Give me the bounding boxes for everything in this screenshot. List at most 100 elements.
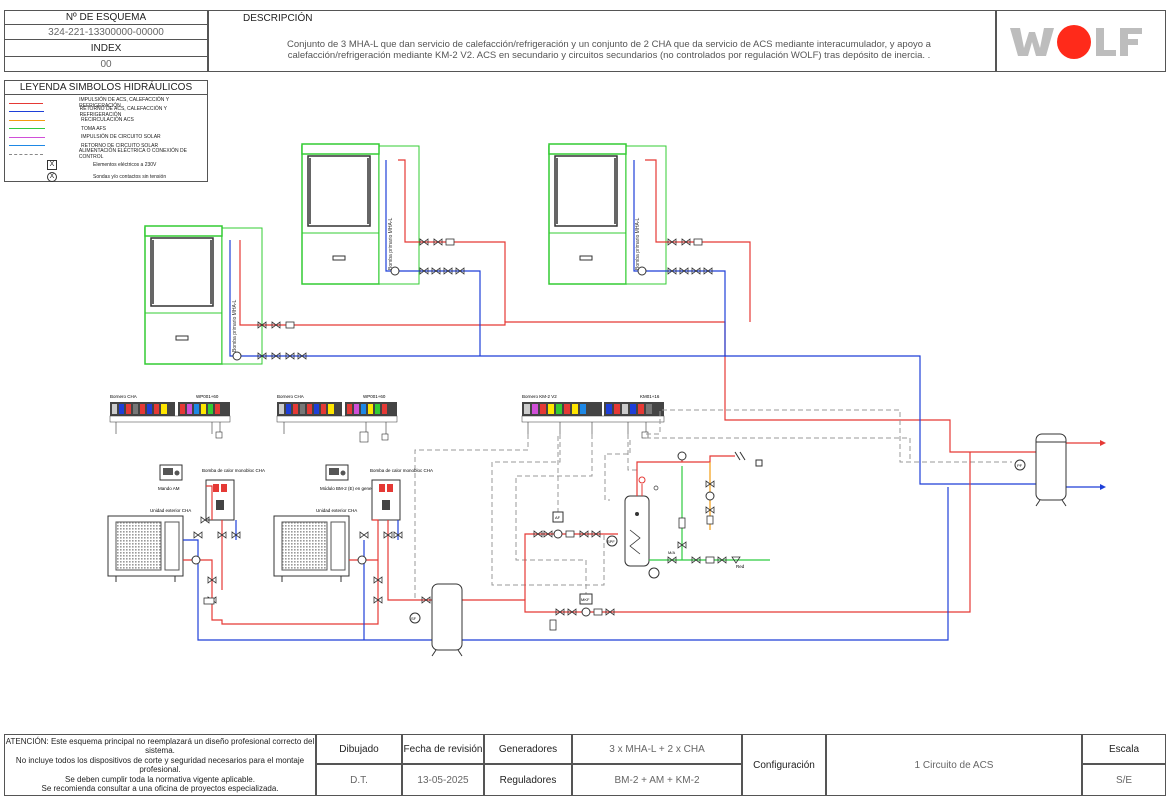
schema-value-cell: 324-221-13300000-00000 xyxy=(4,24,208,40)
description-text: Conjunto de 3 MHA-L que dan servicio de … xyxy=(287,39,931,61)
modulo-bm2 xyxy=(325,464,349,481)
legend-title: LEYENDA SIMBOLOS HIDRÁULICOS xyxy=(5,82,207,95)
mha-label-1: Bomba primario MHA-L xyxy=(232,300,238,352)
cha-valves xyxy=(191,516,431,605)
legend-box: LEYENDA SIMBOLOS HIDRÁULICOS IMPULSIÓN D… xyxy=(4,80,208,182)
escala-value-cell: S/E xyxy=(1082,764,1166,796)
bornero-km2-label: Bornero KM-2 V2 xyxy=(522,394,557,399)
mando-am-label: Mando AM xyxy=(158,486,180,491)
outdoor-unit-1 xyxy=(107,515,184,582)
red-label: Red xyxy=(736,564,745,569)
legend-items: IMPULSIÓN DE ACS, CALEFACCIÓN Y REFRIGER… xyxy=(9,97,205,183)
legend-item-solar-imp: IMPULSIÓN DE CIRCUITO SOLAR xyxy=(9,133,205,142)
legend-item-sondas: X Sondas y/o contactos sin tensión xyxy=(9,171,205,183)
escala-label-cell: Escala xyxy=(1082,734,1166,764)
mha-label-3: Bomba primario MHA-L xyxy=(635,218,641,270)
mha-l-unit-3 xyxy=(548,143,667,285)
index-value: 00 xyxy=(100,58,112,70)
legend-item-impulsion: IMPULSIÓN DE ACS, CALEFACCIÓN Y REFRIGER… xyxy=(9,97,205,109)
mha-l-unit-2 xyxy=(301,143,420,285)
configuracion-value-cell: 1 Circuito de ACS xyxy=(826,734,1082,796)
bornero-cha-1-label: Bornero CHA xyxy=(110,394,137,399)
schema-value: 324-221-13300000-00000 xyxy=(48,26,164,38)
mando-am xyxy=(159,464,183,481)
fecha-label: Fecha de revisión xyxy=(403,743,483,755)
mha-l-unit-1 xyxy=(144,225,263,365)
dhw-cylinder: SPF xyxy=(606,476,660,579)
reguladores-label: Reguladores xyxy=(499,774,557,786)
warning-box: ATENCIÓN: Este esquema principal no reem… xyxy=(4,734,316,796)
wp-2-label: WP001+60 xyxy=(363,394,386,399)
mha-label-2: Bomba primario MHA-L xyxy=(388,218,394,270)
sf-label: SF xyxy=(411,616,417,621)
unidad-ext-2-label: Unidad exterior CHA xyxy=(316,508,357,513)
inertia-tank xyxy=(431,583,463,657)
box-x-icon: X xyxy=(47,159,57,170)
description-box: DESCRIPCIÓN Conjunto de 3 MHA-L que dan … xyxy=(208,10,996,72)
dhw-fittings xyxy=(653,451,763,564)
control-wiring xyxy=(414,409,1012,598)
index-label-cell: INDEX xyxy=(4,40,208,56)
outdoor-unit-2 xyxy=(273,515,350,582)
configuracion-value: 1 Circuito de ACS xyxy=(914,759,994,771)
fecha-label-cell: Fecha de revisión xyxy=(402,734,484,764)
description-label: DESCRIPCIÓN xyxy=(243,13,313,24)
escala-value: S/E xyxy=(1115,774,1133,786)
bomba-calor-2-label: Bomba de calor monobloc CHA xyxy=(370,468,433,473)
reguladores-value: BM-2 + AM + KM-2 xyxy=(614,774,700,786)
legend-item-retorno: RETORNO DE ACS, CALEFACCIÓN Y REFRIGERAC… xyxy=(9,106,205,118)
bornero-km2 xyxy=(521,402,665,423)
mkf-label: MKF xyxy=(581,597,590,602)
generadores-value-cell: 3 x MHA-L + 2 x CHA xyxy=(572,734,742,764)
wp-1-label: WP001+60 xyxy=(196,394,219,399)
escala-label: Escala xyxy=(1108,743,1139,755)
unidad-ext-1-label: Unidad exterior CHA xyxy=(150,508,191,513)
mha-return-pipes xyxy=(229,160,1100,488)
spf-label: SPF xyxy=(607,539,615,544)
reguladores-value-cell: BM-2 + AM + KM-2 xyxy=(572,764,742,796)
schema-label-cell: Nº DE ESQUEMA xyxy=(4,10,208,24)
dhw-supply xyxy=(636,455,735,496)
logo-text: WOLF xyxy=(1076,59,1085,63)
configuracion-label-cell: Configuración xyxy=(742,734,826,796)
generadores-label-cell: Generadores xyxy=(484,734,572,764)
modulo-bm2-label: Módulo BM-2 (E) en generador xyxy=(320,486,383,491)
pf-sensor xyxy=(1014,459,1026,471)
legend-item-230v: X Elementos eléctricos a 230V xyxy=(9,159,205,171)
bornero-cha-2 xyxy=(276,402,398,423)
right-storage-tank xyxy=(1035,433,1106,507)
index-label: INDEX xyxy=(90,42,122,54)
fecha-value: 13-05-2025 xyxy=(417,774,469,786)
legend-item-recirculacion: RECIRCULACIÓN ACS xyxy=(9,116,205,125)
km2-circuit: AF MKF xyxy=(533,511,615,631)
pf-label: PF xyxy=(1017,463,1023,468)
bornero-cha-1 xyxy=(109,402,231,423)
af-label: AF xyxy=(555,515,561,520)
circle-x-icon: X xyxy=(47,171,57,182)
sf-sensor xyxy=(409,612,421,624)
km-1-label: KM01+16 xyxy=(640,394,660,399)
warning-text: ATENCIÓN: Este esquema principal no reem… xyxy=(5,736,315,794)
schema-label: Nº DE ESQUEMA xyxy=(65,12,147,23)
reguladores-label-cell: Reguladores xyxy=(484,764,572,796)
dibujado-label-cell: Dibujado xyxy=(316,734,402,764)
dibujado-label: Dibujado xyxy=(339,743,379,755)
logo-box: WOLF xyxy=(996,10,1166,72)
legend-item-afs: TOMA AFS xyxy=(9,125,205,134)
mha-valves xyxy=(232,238,713,361)
dibujado-value-cell: D.T. xyxy=(316,764,402,796)
legend-item-solar-ret: RETORNO DE CIRCUITO SOLAR xyxy=(9,142,205,151)
bornero-cha-2-label: Bornero CHA xyxy=(277,394,304,399)
dibujado-value: D.T. xyxy=(350,774,368,786)
configuracion-label: Configuración xyxy=(753,759,815,771)
fecha-value-cell: 13-05-2025 xyxy=(402,764,484,796)
legend-item-control: ALIMENTACIÓN ELÉCTRICA O CONEXIÓN DE CON… xyxy=(9,148,205,160)
wolf-logo: WOLF xyxy=(1010,25,1142,63)
bomba-calor-1-label: Bomba de calor monobloc CHA xyxy=(202,468,265,473)
mix-label: M/A xyxy=(668,550,675,555)
terminal-drops xyxy=(115,422,647,438)
generadores-label: Generadores xyxy=(498,743,558,755)
cha-supply-pipes xyxy=(183,452,971,625)
generadores-value: 3 x MHA-L + 2 x CHA xyxy=(609,743,705,755)
hydraulic-diagram: Bomba primario MHA-L Bomba primario MHA-… xyxy=(107,143,1106,657)
